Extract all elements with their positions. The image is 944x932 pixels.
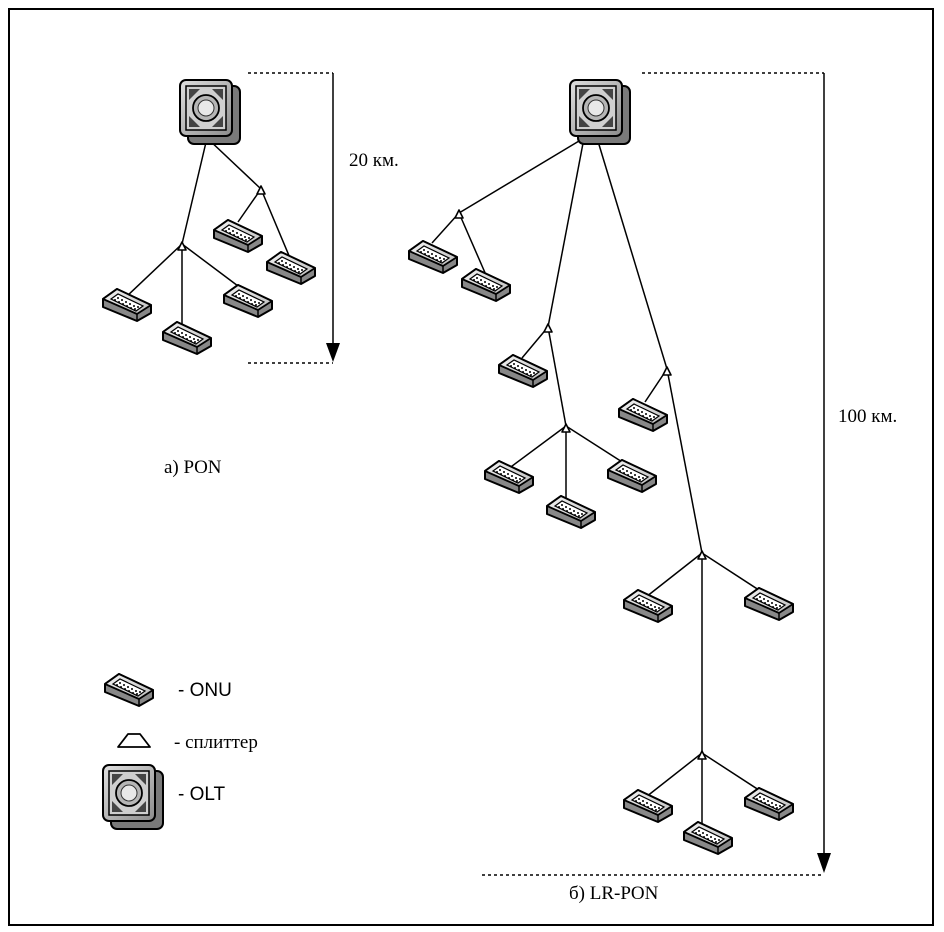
lrpon-onu-icon bbox=[619, 399, 667, 431]
legend-splitter-label: - сплиттер bbox=[174, 732, 258, 754]
pon-diagram bbox=[103, 73, 340, 363]
legend bbox=[103, 674, 163, 829]
lrpon-onu-icon bbox=[499, 355, 547, 387]
lrpon-onu-icon bbox=[624, 790, 672, 822]
lrpon-diagram bbox=[409, 73, 831, 875]
lrpon-distance-label: 100 км. bbox=[838, 406, 897, 428]
legend-olt-icon bbox=[103, 765, 163, 829]
pon-olt-icon bbox=[180, 80, 240, 144]
lrpon-caption: б) LR-PON bbox=[569, 883, 658, 905]
lrpon-olt-icon bbox=[570, 80, 630, 144]
lrpon-onu-icon bbox=[745, 588, 793, 620]
lrpon-splitter-icon bbox=[698, 551, 706, 559]
lrpon-onu-icon bbox=[684, 822, 732, 854]
pon-onu-icon bbox=[163, 322, 211, 354]
pon-arrowhead bbox=[326, 343, 340, 362]
lrpon-onu-icon bbox=[462, 269, 510, 301]
lrpon-onu-icon bbox=[547, 496, 595, 528]
lrpon-onu-icon bbox=[624, 590, 672, 622]
legend-splitter-icon bbox=[118, 734, 150, 747]
lrpon-onu-icon bbox=[745, 788, 793, 820]
lrpon-splitter-icon bbox=[544, 324, 552, 332]
lrpon-onu-icon bbox=[485, 461, 533, 493]
pon-splitter-icon bbox=[178, 242, 186, 250]
lrpon-splitter-icon bbox=[562, 424, 570, 432]
pon-onu-icon bbox=[214, 220, 262, 252]
legend-olt-label: - OLT bbox=[178, 784, 225, 806]
lrpon-onu-icon bbox=[608, 460, 656, 492]
pon-onu-icon bbox=[267, 252, 315, 284]
legend-onu-icon bbox=[105, 674, 153, 706]
pon-onu-icon bbox=[224, 285, 272, 317]
lrpon-splitter-icon bbox=[663, 367, 671, 375]
pon-distance-label: 20 км. bbox=[349, 150, 399, 172]
pon-caption: а) PON bbox=[164, 457, 222, 479]
legend-onu-label: - ONU bbox=[178, 680, 232, 702]
lrpon-arrowhead bbox=[817, 853, 831, 873]
lrpon-onu-icon bbox=[409, 241, 457, 273]
pon-onu-icon bbox=[103, 289, 151, 321]
lrpon-fiber-links bbox=[432, 138, 765, 826]
lrpon-splitter-icon bbox=[698, 751, 706, 759]
